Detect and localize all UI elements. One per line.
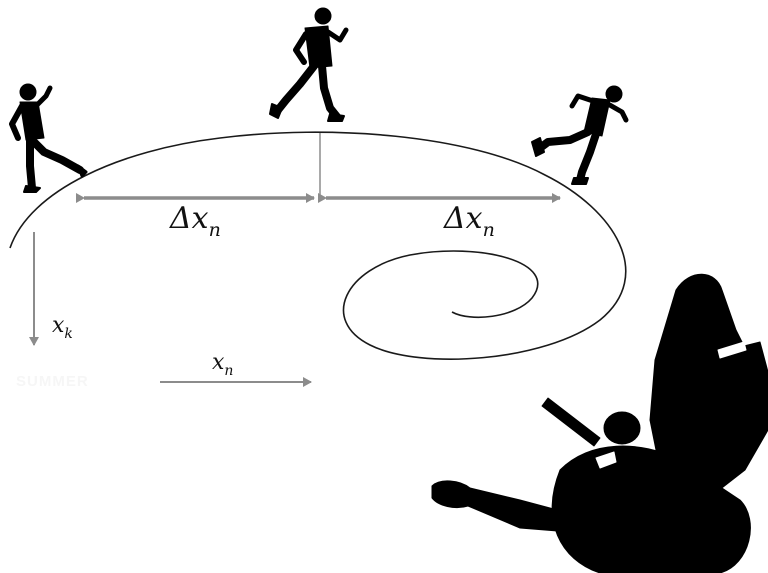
xn-label: xn [212,350,233,379]
spiral-curve [10,132,626,359]
faint-watermark: SUMMER [16,373,89,390]
delta-label-left: Δxn [169,201,221,241]
delta-label-right: Δxn [443,201,495,241]
runner-right-figure [532,86,626,184]
runner-left-figure [12,84,86,192]
runner-top-figure [270,8,346,121]
xk-label: xk [52,313,73,342]
